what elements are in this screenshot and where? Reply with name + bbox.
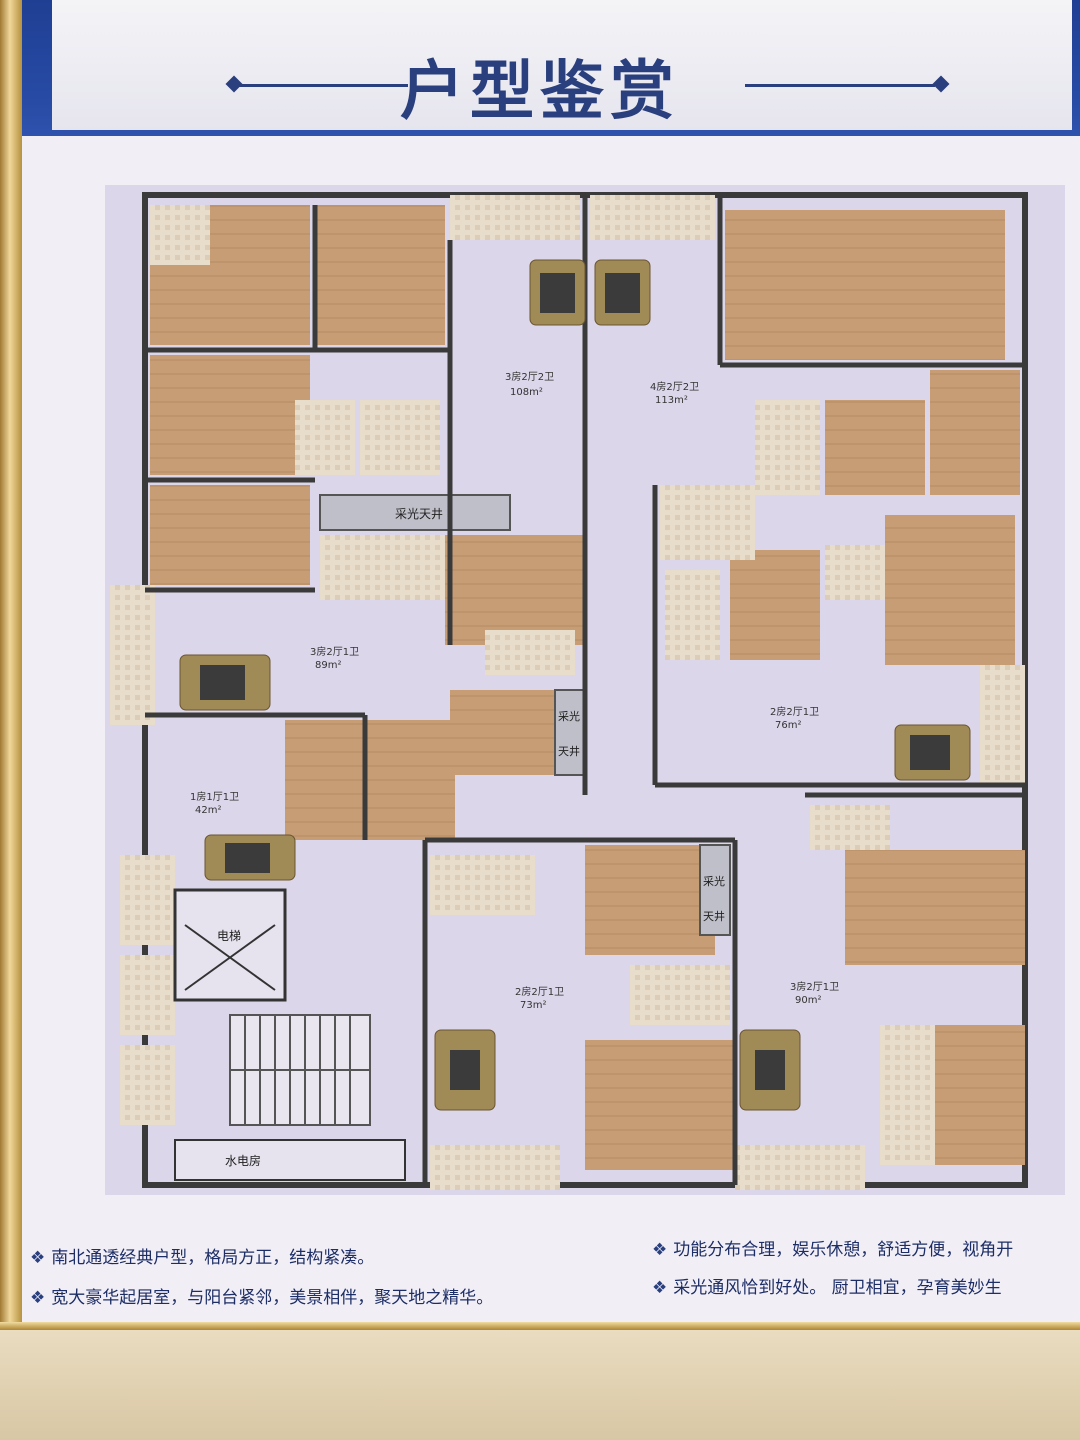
balcony	[120, 855, 175, 945]
unit-label: 4房2厅2卫	[650, 380, 699, 393]
balcony	[980, 665, 1025, 785]
room	[285, 720, 455, 840]
balcony	[110, 585, 155, 725]
unit-labels: 3房2厅2卫 108m² 4房2厅2卫 113m² 3房2厅1卫 89m² 2房…	[190, 370, 839, 1011]
title-deco-left	[238, 84, 408, 87]
unit-area: 108m²	[510, 387, 543, 398]
kitchen	[810, 805, 890, 850]
unit-label: 1房1厅1卫	[190, 790, 239, 803]
bullet-item: ❖宽大豪华起居室，与阳台紧邻，美景相伴，聚天地之精华。	[30, 1288, 494, 1308]
kitchen	[360, 400, 440, 475]
unit-area: 89m²	[315, 660, 341, 671]
lightwell-label-v1-bottom: 天井	[558, 744, 580, 758]
bedrooms	[150, 205, 1025, 1170]
room	[315, 205, 445, 345]
feature-bullets: ❖南北通透经典户型，格局方正，结构紧凑。 ❖宽大豪华起居室，与阳台紧邻，美景相伴…	[22, 1235, 1080, 1315]
lightwell-vertical-2	[699, 844, 731, 936]
bathroom	[295, 400, 355, 475]
elevator-shaft	[173, 888, 287, 1002]
room	[845, 210, 1005, 360]
room	[450, 690, 560, 775]
unit-label: 2房2厅1卫	[515, 985, 564, 998]
wall-below	[0, 1330, 1080, 1440]
bullet-text: 南北通透经典户型，格局方正，结构紧凑。	[51, 1248, 375, 1268]
room	[150, 355, 310, 475]
utility-room-label: 水电房	[225, 1153, 261, 1168]
bathroom	[485, 630, 575, 675]
utility-room	[174, 1139, 406, 1181]
room	[150, 485, 310, 585]
kitchen	[660, 485, 755, 560]
kitchen	[430, 855, 535, 915]
lightwell-label-v2-top: 采光	[703, 874, 725, 888]
lightwell-label-v1-top: 采光	[558, 709, 580, 723]
room	[945, 850, 1025, 965]
lightwell-horizontal	[319, 494, 511, 531]
unit-label: 3房2厅1卫	[790, 980, 839, 993]
room	[825, 400, 925, 495]
lightwell-label-horizontal: 采光天井	[395, 507, 443, 521]
bullet-item: ❖南北通透经典户型，格局方正，结构紧凑。	[30, 1248, 375, 1268]
room	[935, 1025, 1025, 1165]
bathroom	[880, 1025, 935, 1165]
room	[845, 850, 945, 965]
bathroom	[755, 400, 820, 495]
bullet-text: 功能分布合理，娱乐休憩，舒适方便，视角开	[673, 1240, 1014, 1260]
unit-label: 3房2厅1卫	[310, 645, 359, 658]
title-deco-right	[745, 84, 935, 87]
wet-rooms	[110, 195, 1025, 1190]
bathroom	[825, 545, 885, 600]
room	[585, 1040, 735, 1170]
balcony	[590, 195, 715, 240]
room	[930, 370, 1020, 495]
floor-plan: 3房2厅2卫 108m² 4房2厅2卫 113m² 3房2厅1卫 89m² 2房…	[105, 185, 1065, 1205]
unit-area: 73m²	[520, 1000, 546, 1011]
lightwell-label-v2-bottom: 天井	[703, 909, 725, 923]
elevator-label: 电梯	[217, 929, 241, 943]
unit-area: 42m²	[195, 805, 221, 816]
unit-area: 90m²	[795, 995, 821, 1006]
balcony	[735, 1145, 865, 1190]
kitchen	[320, 535, 445, 600]
room	[725, 210, 845, 360]
balcony	[430, 1145, 560, 1190]
living-room-furniture	[179, 259, 971, 1111]
bathroom	[630, 965, 730, 1025]
lightwell-vertical-1	[554, 689, 586, 776]
staircase	[229, 1014, 371, 1126]
kitchen	[120, 955, 175, 1035]
room	[730, 550, 820, 660]
title-plate	[52, 0, 1072, 130]
header-band	[22, 0, 1080, 136]
kitchen	[665, 570, 720, 660]
interior-walls	[145, 195, 1025, 1185]
unit-area: 113m²	[655, 395, 688, 406]
bullet-text: 采光通风恰到好处。 厨卫相宜，孕育美妙生	[673, 1278, 1002, 1298]
bathroom	[120, 1045, 175, 1125]
frame-left-edge	[0, 0, 22, 1330]
unit-label: 2房2厅1卫	[770, 705, 819, 718]
balcony	[450, 195, 580, 240]
bullet-text: 宽大豪华起居室，与阳台紧邻，美景相伴，聚天地之精华。	[51, 1288, 494, 1308]
room	[445, 535, 585, 645]
room	[885, 515, 1015, 665]
unit-area: 76m²	[775, 720, 801, 731]
bullet-item: ❖功能分布合理，娱乐休憩，舒适方便，视角开	[652, 1240, 1014, 1260]
bullet-item: ❖采光通风恰到好处。 厨卫相宜，孕育美妙生	[652, 1278, 1002, 1298]
unit-label: 3房2厅2卫	[505, 370, 554, 383]
room	[585, 845, 715, 955]
page-title: 户型鉴赏	[400, 54, 680, 129]
bathroom	[150, 205, 210, 265]
